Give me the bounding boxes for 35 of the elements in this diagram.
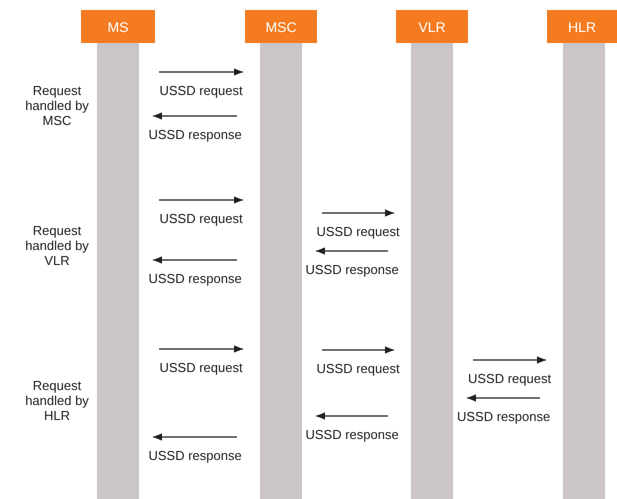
arrow xyxy=(316,247,388,255)
lifeline-bar xyxy=(260,43,302,499)
arrow xyxy=(159,68,243,76)
edge-label: USSD response xyxy=(455,409,552,424)
arrow xyxy=(473,356,546,364)
edge-label: USSD request xyxy=(158,83,245,98)
lifeline-bar xyxy=(97,43,139,499)
edge-label: USSD response xyxy=(146,127,244,142)
arrow xyxy=(316,412,388,420)
arrow xyxy=(322,209,394,217)
lifeline-bar xyxy=(411,43,453,499)
arrow xyxy=(159,345,243,353)
edge-label: USSD request xyxy=(314,361,402,376)
arrow xyxy=(322,346,394,354)
edge-label: USSD request xyxy=(158,211,245,226)
edge-label: USSD response xyxy=(146,271,244,286)
arrow xyxy=(467,394,540,402)
participant-box: MS xyxy=(81,10,155,43)
participant-box: VLR xyxy=(396,10,468,43)
participant-box: MSC xyxy=(245,10,317,43)
edge-label: USSD response xyxy=(146,448,244,463)
arrow xyxy=(153,256,237,264)
arrow xyxy=(153,112,237,120)
group-label: Request handled by HLR xyxy=(24,378,90,423)
arrow xyxy=(159,196,243,204)
edge-label: USSD response xyxy=(304,262,401,277)
edge-label: USSD request xyxy=(466,371,554,386)
group-label: Request handled by VLR xyxy=(24,223,90,268)
edge-label: USSD response xyxy=(304,427,401,442)
group-label: Request handled by MSC xyxy=(24,83,90,128)
edge-label: USSD request xyxy=(314,224,402,239)
arrow xyxy=(153,433,237,441)
lifeline-bar xyxy=(563,43,605,499)
participant-box: HLR xyxy=(547,10,617,43)
edge-label: USSD request xyxy=(158,360,245,375)
